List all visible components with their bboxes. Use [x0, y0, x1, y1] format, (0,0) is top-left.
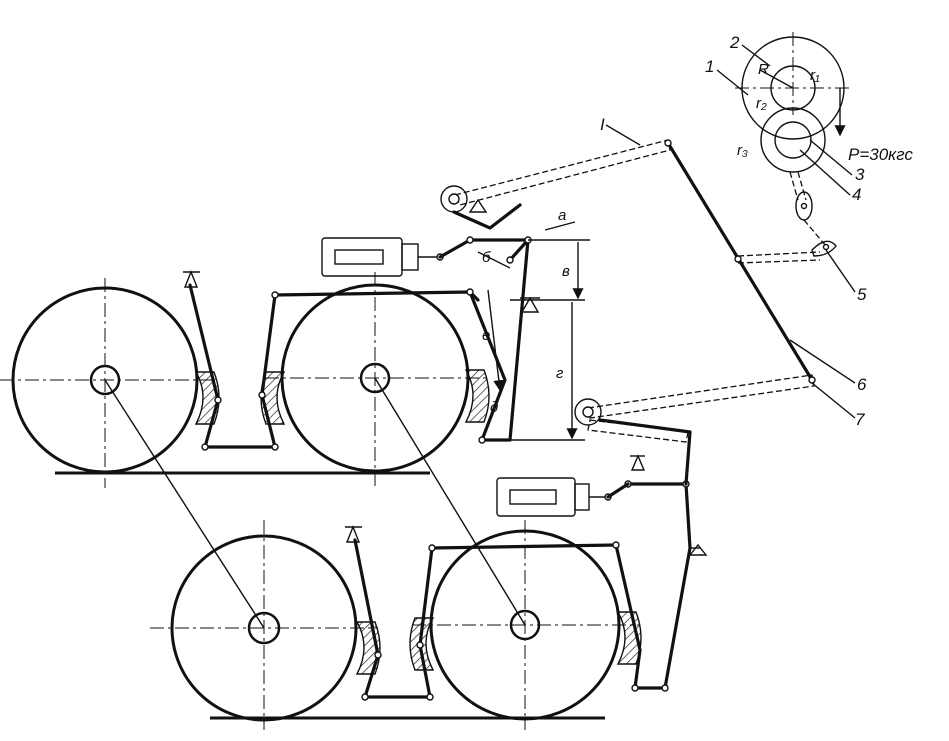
brake-cylinder-lower	[496, 477, 630, 517]
dim-a: а	[558, 207, 566, 224]
dim-e: е	[482, 327, 490, 344]
brake-cylinder-upper	[321, 237, 444, 277]
gear-r3	[774, 121, 812, 159]
label-4: 4	[852, 185, 861, 204]
label-6: 6	[857, 375, 867, 394]
label-lever-I: I	[600, 115, 605, 134]
wheel-coupling	[374, 377, 526, 626]
pulley-lower	[574, 398, 602, 426]
label-1: 1	[705, 57, 714, 76]
dimension-lines	[477, 221, 590, 441]
wheel-lower-left	[150, 520, 378, 730]
label-R: R	[758, 61, 769, 78]
dim-b: б	[482, 249, 491, 266]
dim-d: д	[490, 399, 498, 416]
bellcrank-5	[811, 240, 837, 257]
gear-lower	[760, 107, 826, 173]
label-2: 2	[729, 33, 740, 52]
wheel-lower-right	[412, 520, 640, 730]
lower-bogie	[150, 454, 708, 730]
wheel-coupling	[104, 379, 265, 629]
dim-g: г	[556, 365, 564, 382]
brake-rod	[188, 283, 480, 449]
hand-brake-linkage	[440, 139, 821, 486]
lever-arm	[438, 238, 530, 262]
pulley-upper	[440, 185, 468, 213]
label-3: 3	[855, 165, 865, 184]
label-r3: r₃	[737, 142, 748, 159]
label-7: 7	[855, 410, 865, 429]
dim-v: в	[562, 263, 570, 280]
label-5: 5	[857, 285, 867, 304]
annotations: 2 1 R r₁ r₂ r₃ P=30кгс 3 4 5 6 7 I а б в…	[482, 33, 913, 429]
label-r2: r₂	[756, 95, 767, 112]
gear-train	[735, 32, 850, 257]
label-r1: r₁	[810, 67, 820, 84]
wheel-upper-left	[0, 278, 212, 488]
label-force: P=30кгс	[848, 145, 913, 164]
upper-bogie	[0, 236, 540, 490]
fixed-support	[183, 270, 199, 288]
brake-shoe	[464, 369, 490, 423]
